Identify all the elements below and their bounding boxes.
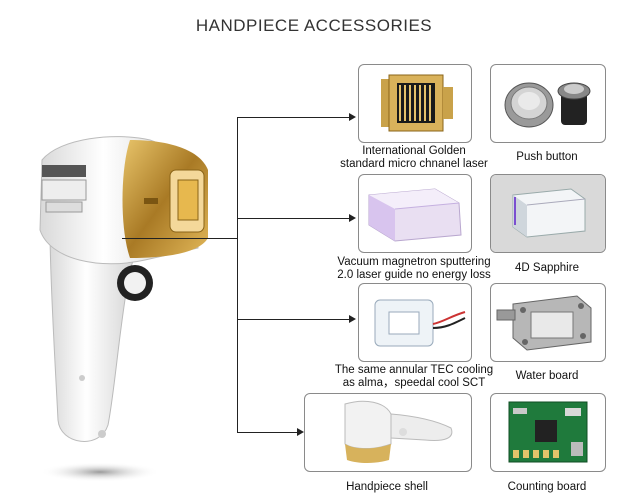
connector-branch-3 — [237, 319, 349, 320]
connector-branch-4 — [237, 432, 297, 433]
caption-line: Counting board — [507, 481, 587, 493]
connector-branch-1 — [237, 117, 349, 118]
handpiece-image — [20, 120, 220, 490]
caption-line: Push button — [516, 151, 578, 163]
tec-card — [358, 283, 472, 362]
shell-card — [304, 393, 472, 472]
connector-branch-2 — [237, 218, 349, 219]
caption-shell: Handpiece shell — [304, 481, 470, 494]
connector-main — [122, 238, 238, 239]
counting-board-image — [508, 401, 588, 463]
caption-line: Vacuum magnetron sputtering — [337, 256, 491, 268]
caption-laser-guide: Vacuum magnetron sputtering 2.0 laser gu… — [330, 256, 498, 282]
push-button-card — [490, 64, 606, 143]
arrow-icon — [297, 428, 304, 436]
caption-counting-board: Counting board — [490, 481, 604, 494]
caption-line: The same annular TEC cooling — [334, 364, 494, 376]
laser-card — [358, 64, 472, 143]
arrow-icon — [349, 315, 356, 323]
connector-vertical — [237, 117, 238, 433]
push-button-image — [504, 82, 591, 128]
water-board-card — [490, 283, 606, 362]
caption-line: Water board — [515, 370, 579, 382]
sapphire-card — [490, 174, 606, 253]
page-title: HANDPIECE ACCESSORIES — [195, 16, 433, 35]
counting-board-card — [490, 393, 606, 472]
caption-line: standard micro chnanel laser — [340, 158, 488, 170]
caption-water-board: Water board — [490, 370, 604, 383]
laser-guide-image — [368, 188, 462, 242]
caption-line: 2.0 laser guide no energy loss — [337, 269, 491, 281]
caption-line: as alma，speedal cool SCT — [342, 377, 486, 389]
laser-guide-card — [358, 174, 472, 253]
caption-line: Handpiece shell — [346, 481, 428, 493]
laser-chip-image — [381, 74, 453, 132]
arrow-icon — [349, 113, 356, 121]
water-board-image — [496, 295, 592, 351]
caption-sapphire: 4D Sapphire — [490, 262, 604, 275]
caption-line: 4D Sapphire — [515, 262, 579, 274]
caption-line: International Golden — [362, 145, 466, 157]
arrow-icon — [349, 214, 356, 222]
caption-laser: International Golden standard micro chna… — [330, 145, 498, 171]
handpiece-shell-image — [344, 400, 453, 463]
tec-cooling-image — [374, 299, 466, 347]
caption-tec: The same annular TEC cooling as alma，spe… — [330, 364, 498, 390]
sapphire-image — [491, 175, 605, 252]
caption-push-button: Push button — [490, 151, 604, 164]
